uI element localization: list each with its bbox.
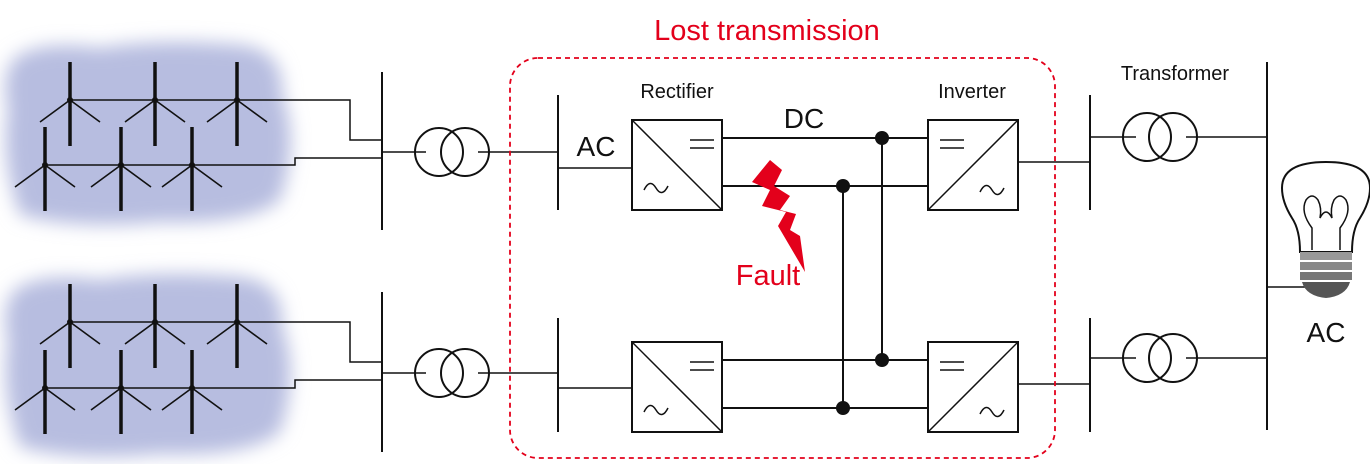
lightning-bolt-icon [752,160,805,272]
dc-lines [722,137,928,409]
inverter-icon [927,341,1019,433]
rectifier-icon [631,119,723,211]
inverter-icon [927,119,1019,211]
collector-wiring-bottom [45,321,382,389]
lost-transmission-title: Lost transmission [654,15,880,47]
fault-label: Fault [736,260,800,292]
dc-junctions [836,131,889,415]
lost-transmission-box [509,57,1056,459]
rectifier-label: Rectifier [640,81,714,103]
light-bulb-icon [1280,160,1370,298]
transformer-label: Transformer [1121,63,1230,85]
ac-label-right: AC [1307,317,1346,348]
dc-label: DC [784,103,824,134]
ac-label-left: AC [577,131,616,162]
transformer-icon [414,127,490,177]
rectifier-icon [631,341,723,433]
wind-farm-top [5,42,291,225]
wind-farm-bottom [5,274,291,457]
collector-wiring-top [45,99,382,166]
inverter-label: Inverter [938,81,1006,103]
transformer-icon [414,348,490,398]
